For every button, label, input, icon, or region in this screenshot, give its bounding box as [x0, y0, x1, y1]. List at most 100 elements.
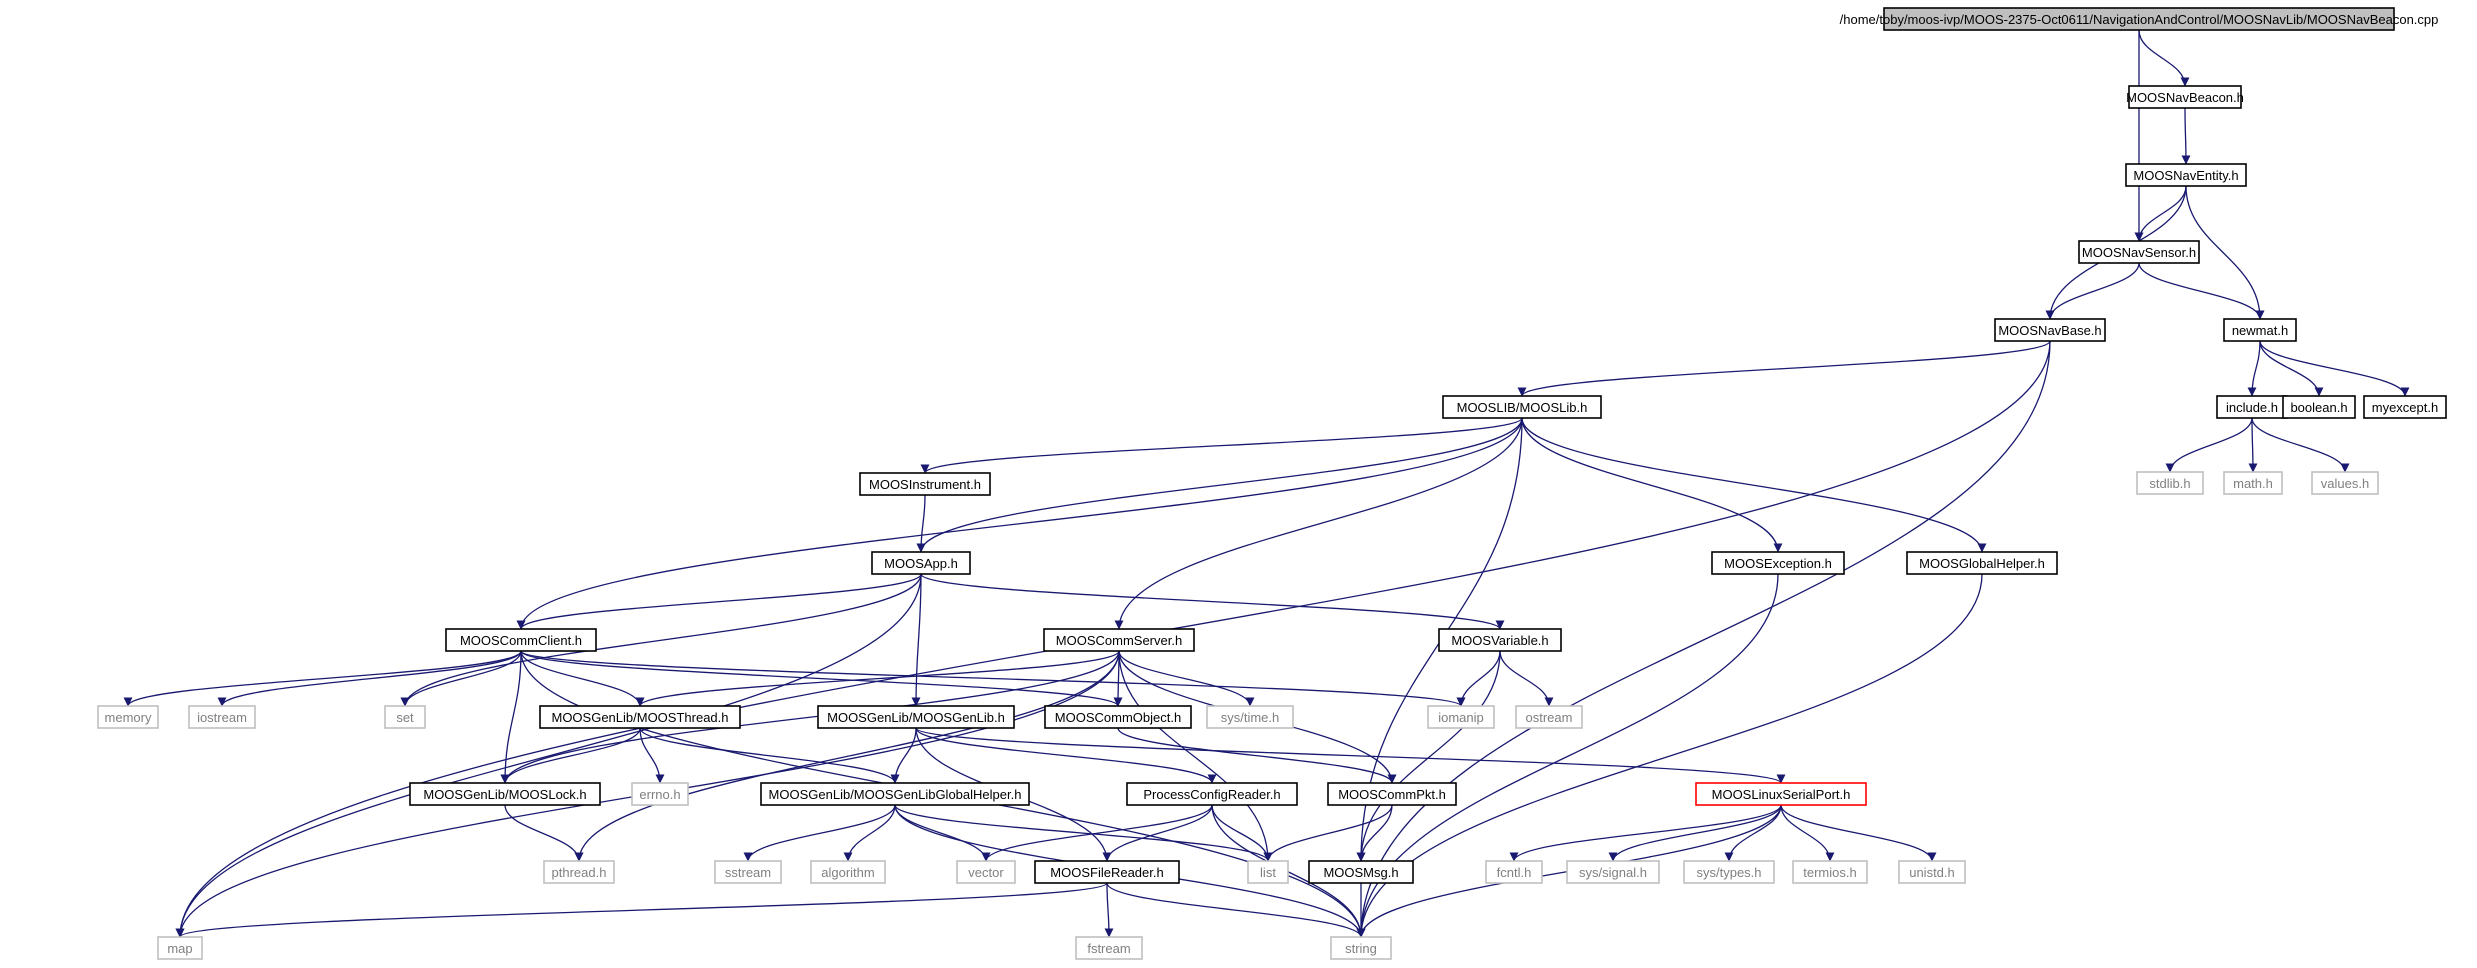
node-commobject[interactable]: MOOSCommObject.h [1044, 705, 1192, 729]
node-box [714, 860, 782, 884]
edge-commserver-to-list [1118, 650, 1273, 862]
node-globalhelper[interactable]: MOOSGlobalHelper.h [1906, 551, 2058, 575]
node-box [1427, 705, 1495, 729]
node-memory: memory [97, 705, 159, 729]
node-box [2311, 471, 2379, 495]
node-genhelper[interactable]: MOOSGenLib/MOOSGenLibGlobalHelper.h [760, 782, 1030, 806]
edge-filereader-to-string [1106, 882, 1366, 938]
node-algorithm: algorithm [810, 860, 886, 884]
node-box [2078, 240, 2200, 264]
node-myexcept[interactable]: myexcept.h [2363, 395, 2447, 419]
edge-navbase-to-mooslib [1517, 340, 2051, 397]
node-variable[interactable]: MOOSVariable.h [1438, 628, 1562, 652]
node-label: MOOSNavBase.h [1998, 323, 2101, 338]
node-serialport[interactable]: MOOSLinuxSerialPort.h [1695, 782, 1867, 806]
node-label: termios.h [1803, 865, 1856, 880]
node-unistd: unistd.h [1898, 860, 1966, 884]
node-include[interactable]: include.h [2216, 395, 2288, 419]
node-box [1206, 705, 1294, 729]
node-exception[interactable]: MOOSException.h [1711, 551, 1845, 575]
node-naventity[interactable]: MOOSNavEntity.h [2125, 163, 2247, 187]
node-box [810, 860, 886, 884]
node-label: MOOSGenLib/MOOSLock.h [423, 787, 586, 802]
edge-serialport-to-fcntl [1509, 804, 1782, 862]
node-label: newmat.h [2232, 323, 2288, 338]
node-box [2223, 471, 2283, 495]
node-commpkt[interactable]: MOOSCommPkt.h [1327, 782, 1457, 806]
node-box [859, 472, 991, 496]
node-systime: sys/time.h [1206, 705, 1294, 729]
node-fcntl: fcntl.h [1485, 860, 1543, 884]
node-app[interactable]: MOOSApp.h [871, 551, 971, 575]
node-box [2223, 318, 2297, 342]
node-box [1308, 860, 1414, 884]
node-fstream: fstream [1075, 936, 1143, 960]
node-box [1566, 860, 1660, 884]
node-label: iostream [197, 710, 247, 725]
node-lock[interactable]: MOOSGenLib/MOOSLock.h [409, 782, 601, 806]
node-boolean[interactable]: boolean.h [2282, 395, 2356, 419]
node-genlib[interactable]: MOOSGenLib/MOOSGenLib.h [817, 705, 1015, 729]
node-navbeacon[interactable]: MOOSNavBeacon.h [2126, 85, 2244, 109]
node-label: sys/signal.h [1579, 865, 1647, 880]
node-label: MOOSInstrument.h [869, 477, 981, 492]
edge-serialport-to-termios [1780, 804, 1835, 862]
node-label: MOOSCommServer.h [1056, 633, 1182, 648]
node-label: boolean.h [2290, 400, 2347, 415]
node-systypes: sys/types.h [1683, 860, 1775, 884]
node-termios: termios.h [1792, 860, 1868, 884]
edge-thread-to-genhelper [639, 727, 900, 784]
node-box [1442, 395, 1602, 419]
node-newmat[interactable]: newmat.h [2223, 318, 2297, 342]
node-root[interactable]: /home/toby/moos-ivp/MOOS-2375-Oct0611/Na… [1840, 7, 2439, 31]
node-box [1711, 551, 1845, 575]
node-label: vector [968, 865, 1004, 880]
node-box [2136, 471, 2204, 495]
node-label: set [396, 710, 414, 725]
edge-commclient-to-commobject [520, 650, 1123, 707]
node-box [1043, 628, 1195, 652]
node-commclient[interactable]: MOOSCommClient.h [445, 628, 597, 652]
node-mooslib[interactable]: MOOSLIB/MOOSLib.h [1442, 395, 1602, 419]
edge-variable-to-moosmsg [1356, 650, 1501, 862]
node-vector: vector [956, 860, 1016, 884]
edge-commpkt-to-list [1263, 804, 1393, 862]
edge-navbeacon-to-naventity [2181, 107, 2191, 165]
node-ostream: ostream [1515, 705, 1583, 729]
node-map: map [157, 936, 203, 960]
node-box [543, 860, 615, 884]
edge-mooslib-to-instrument [920, 417, 1523, 474]
node-label: ProcessConfigReader.h [1143, 787, 1280, 802]
node-box [1994, 318, 2106, 342]
edge-include-to-values [2251, 417, 2350, 473]
node-label: MOOSNavEntity.h [2133, 168, 2238, 183]
node-box [188, 705, 256, 729]
edge-mooslib-to-exception [1521, 417, 1783, 553]
node-label: unistd.h [1909, 865, 1955, 880]
node-box [1792, 860, 1868, 884]
node-label: fstream [1087, 941, 1130, 956]
node-label: MOOSGlobalHelper.h [1919, 556, 2045, 571]
node-box [956, 860, 1016, 884]
node-label: /home/toby/moos-ivp/MOOS-2375-Oct0611/Na… [1840, 12, 2439, 27]
node-label: iomanip [1438, 710, 1484, 725]
edge-mooslib-to-commserver [1114, 417, 1523, 630]
node-moosmsg[interactable]: MOOSMsg.h [1308, 860, 1414, 884]
node-errno: errno.h [631, 782, 689, 806]
edge-commclient-to-memory [123, 650, 522, 707]
node-label: values.h [2321, 476, 2369, 491]
node-set: set [384, 705, 426, 729]
node-thread[interactable]: MOOSGenLib/MOOSThread.h [539, 705, 741, 729]
edge-serialport-to-unistd [1780, 804, 1937, 862]
node-navsensor[interactable]: MOOSNavSensor.h [2078, 240, 2200, 264]
node-configreader[interactable]: ProcessConfigReader.h [1126, 782, 1298, 806]
node-navbase[interactable]: MOOSNavBase.h [1994, 318, 2106, 342]
node-box [2125, 163, 2247, 187]
node-label: MOOSFileReader.h [1050, 865, 1163, 880]
node-commserver[interactable]: MOOSCommServer.h [1043, 628, 1195, 652]
edge-commserver-to-pthread [574, 650, 1120, 862]
node-filereader[interactable]: MOOSFileReader.h [1034, 860, 1180, 884]
node-instrument[interactable]: MOOSInstrument.h [859, 472, 991, 496]
node-label: MOOSApp.h [884, 556, 958, 571]
node-box [1485, 860, 1543, 884]
